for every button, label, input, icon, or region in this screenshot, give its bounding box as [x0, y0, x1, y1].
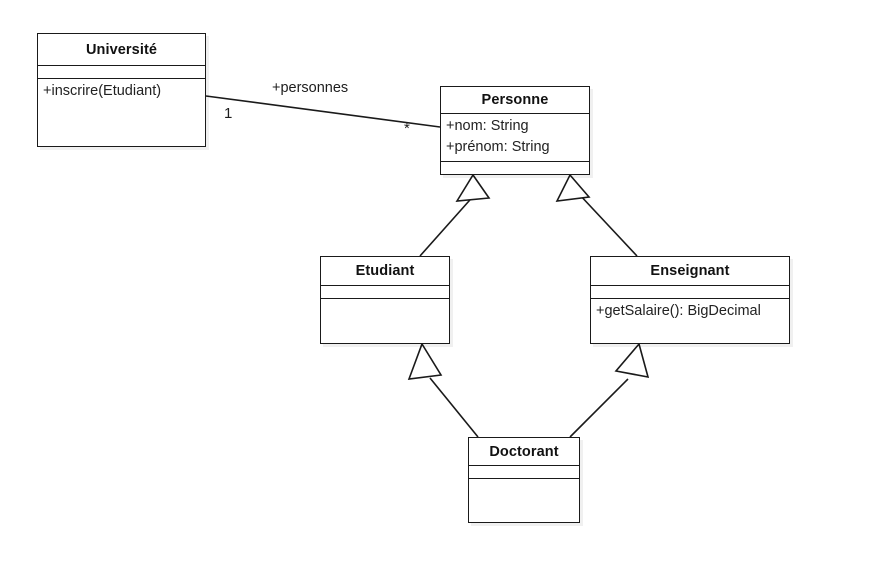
uml-class-etudiant-operations [321, 299, 449, 342]
uml-class-universite-operations: +inscrire(Etudiant) [38, 79, 205, 146]
uml-class-enseignant[interactable]: Enseignant +getSalaire(): BigDecimal [590, 256, 790, 344]
uml-class-personne-attributes: +nom: String +prénom: String [441, 114, 589, 162]
uml-class-enseignant-title: Enseignant [591, 257, 789, 286]
uml-class-doctorant-operations [469, 479, 579, 521]
generalization-line-etudiant-personne[interactable] [419, 191, 478, 257]
uml-class-etudiant-attributes [321, 286, 449, 299]
generalization-line-doctorant-etudiant[interactable] [429, 377, 479, 438]
generalization-line-enseignant-personne[interactable] [577, 192, 638, 257]
uml-class-enseignant-operations: +getSalaire(): BigDecimal [591, 299, 789, 342]
uml-class-doctorant[interactable]: Doctorant [468, 437, 580, 523]
uml-class-personne-operations [441, 162, 589, 173]
association-line-universite-personne[interactable] [205, 95, 441, 128]
uml-attribute: +nom: String [446, 118, 529, 134]
uml-attribute: +prénom: String [446, 139, 550, 155]
generalization-arrowhead-enseignant-personne [555, 173, 591, 202]
uml-class-universite-title: Université [38, 34, 205, 66]
uml-class-etudiant[interactable]: Etudiant [320, 256, 450, 344]
generalization-arrowhead-doctorant-etudiant [407, 342, 443, 380]
generalization-line-doctorant-enseignant[interactable] [569, 378, 629, 438]
uml-class-doctorant-title: Doctorant [469, 438, 579, 466]
uml-class-universite-attributes [38, 66, 205, 79]
association-source-multiplicity: 1 [224, 105, 233, 122]
uml-class-etudiant-title: Etudiant [321, 257, 449, 286]
uml-class-universite[interactable]: Université +inscrire(Etudiant) [37, 33, 206, 147]
generalization-arrowhead-etudiant-personne [455, 173, 491, 202]
generalization-arrowhead-doctorant-enseignant [614, 342, 650, 379]
uml-class-personne-title: Personne [441, 87, 589, 114]
uml-class-enseignant-attributes [591, 286, 789, 299]
uml-operation: +inscrire(Etudiant) [43, 83, 162, 99]
uml-class-doctorant-attributes [469, 466, 579, 479]
uml-operation: +getSalaire(): BigDecimal [596, 303, 761, 319]
uml-class-personne[interactable]: Personne +nom: String +prénom: String [440, 86, 590, 175]
association-role-label-personnes: +personnes [272, 80, 349, 96]
association-target-multiplicity: * [404, 120, 410, 137]
